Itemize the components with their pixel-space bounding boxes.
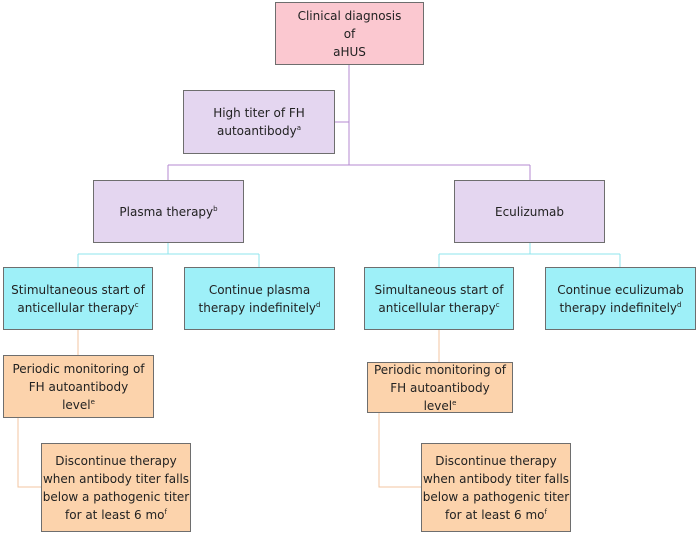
label-text: autoantibody: [217, 124, 297, 138]
left-continue-label: Continue plasma therapy indefinitelyd: [199, 281, 321, 317]
label-line: Stimultaneous start of: [11, 281, 145, 299]
label-text: FH autoantibody: [390, 380, 490, 395]
label-text: for at least 6 mo: [65, 507, 165, 522]
node-continue-plasma: Continue plasma therapy indefinitelyd: [184, 267, 335, 330]
footnote-marker: b: [213, 204, 218, 213]
label-line: of: [298, 25, 402, 43]
label-line: for at least 6 mof: [423, 506, 570, 524]
eculizumab-label: Eculizumab: [495, 203, 564, 221]
label-text: when antibody titer falls: [42, 471, 190, 486]
label-line: levele: [374, 397, 506, 415]
label-line: anticellular therapyc: [375, 299, 504, 317]
diagnosis-label: Clinical diagnosis of aHUS: [298, 7, 402, 61]
label-line: Simultaneous start of: [375, 281, 504, 299]
label-text: Simultaneous start of: [374, 282, 504, 297]
label-text: of: [343, 26, 356, 41]
connector-eculizumab-split: [438, 243, 621, 267]
label-text: Periodic monitoring of: [12, 361, 145, 376]
node-eculizumab: Eculizumab: [454, 180, 605, 243]
label-line: Discontinue therapy: [423, 452, 570, 470]
footnote-marker: d: [677, 300, 682, 309]
label-text: when antibody titer falls: [422, 471, 570, 486]
footnote-marker: f: [164, 507, 167, 516]
node-left-start-anticellular: Stimultaneous start of anticellular thera…: [3, 267, 153, 330]
label-line: autoantibodya: [213, 122, 305, 140]
label-line: aHUS: [298, 43, 402, 61]
label-line: below a pathogenic titer: [423, 488, 570, 506]
node-left-periodic-monitoring: Periodic monitoring of FH autoantibody lev…: [3, 355, 154, 418]
label-line: therapy indefinitelyd: [557, 299, 684, 317]
footnote-marker: c: [495, 300, 500, 309]
label-line: anticellular therapyc: [11, 299, 145, 317]
label-text: for at least 6 mo: [445, 507, 545, 522]
node-continue-eculizumab: Continue eculizumab therapy indefinitelyd: [545, 267, 696, 330]
right-continue-label: Continue eculizumab therapy indefinitelyd: [557, 281, 684, 317]
label-text: below a pathogenic titer: [422, 489, 570, 504]
node-high-titer: High titer of FH autoantibodya: [183, 90, 335, 154]
label-text: Periodic monitoring of: [373, 362, 507, 377]
left-start-label: Stimultaneous start of anticellular thera…: [11, 281, 145, 317]
label-text: Continue eculizumab: [557, 282, 684, 297]
node-plasma-therapy: Plasma therapyb: [93, 180, 244, 243]
label-line: FH autoantibody: [12, 378, 144, 396]
label-text: Eculizumab: [494, 204, 565, 219]
node-clinical-diagnosis: Clinical diagnosis of aHUS: [275, 2, 424, 65]
label-text: Clinical diagnosis: [297, 8, 402, 23]
label-text: Discontinue therapy: [55, 453, 177, 468]
connector-plasma-split: [77, 243, 260, 267]
footnote-marker: a: [296, 124, 301, 132]
label-text: therapy indefinitely: [198, 300, 317, 315]
high-titer-label: High titer of FH autoantibodya: [213, 104, 305, 140]
footnote-marker: e: [452, 398, 457, 407]
label-text: Stimultaneous start of: [11, 282, 145, 297]
footnote-marker: f: [544, 507, 547, 516]
label-line: Clinical diagnosis: [298, 7, 402, 25]
plasma-label: Plasma therapyb: [119, 203, 217, 221]
label-text: aHUS: [333, 44, 366, 59]
label-text: Plasma therapy: [119, 204, 214, 219]
node-right-start-anticellular: Simultaneous start of anticellular therap…: [364, 267, 514, 330]
left-monitor-label: Periodic monitoring of FH autoantibody lev…: [12, 360, 144, 414]
label-line: FH autoantibody: [374, 379, 506, 397]
label-text: level: [423, 398, 453, 413]
footnote-marker: d: [316, 300, 321, 309]
label-text: anticellular therapy: [17, 300, 135, 315]
right-start-label: Simultaneous start of anticellular therap…: [375, 281, 504, 317]
label-line: for at least 6 mof: [43, 506, 190, 524]
left-discontinue-label: Discontinue therapy when antibody titer f…: [43, 452, 190, 524]
label-line: therapy indefinitelyd: [199, 299, 321, 317]
label-text: anticellular therapy: [378, 300, 496, 315]
node-right-periodic-monitoring: Periodic monitoring of FH autoantibody lev…: [367, 362, 513, 413]
node-left-discontinue: Discontinue therapy when antibody titer f…: [41, 443, 191, 532]
label-line: Periodic monitoring of: [374, 361, 506, 379]
right-discontinue-label: Discontinue therapy when antibody titer f…: [423, 452, 570, 524]
label-line: Continue eculizumab: [557, 281, 684, 299]
label-text: below a pathogenic titer: [42, 489, 190, 504]
right-monitor-label: Periodic monitoring of FH autoantibody lev…: [374, 361, 506, 415]
label-text: FH autoantibody: [28, 379, 129, 394]
label-line: Discontinue therapy: [43, 452, 190, 470]
label-line: Periodic monitoring of: [12, 360, 144, 378]
label-line: levele: [12, 396, 144, 414]
label-text: therapy indefinitely: [559, 300, 678, 315]
label-line: below a pathogenic titer: [43, 488, 190, 506]
label-text: Continue plasma: [208, 282, 311, 297]
label-text: level: [62, 397, 91, 412]
connector-right-discontinue: [378, 413, 421, 488]
label-line: Eculizumab: [495, 203, 564, 221]
node-right-discontinue: Discontinue therapy when antibody titer f…: [421, 443, 571, 532]
label-line: when antibody titer falls: [423, 470, 570, 488]
label-line: when antibody titer falls: [43, 470, 190, 488]
connector-left-discontinue: [17, 418, 41, 488]
label-text: Discontinue therapy: [435, 453, 557, 468]
footnote-marker: e: [90, 397, 95, 406]
label-text: High titer of FH: [213, 106, 305, 120]
label-line: High titer of FH: [213, 104, 305, 122]
label-line: Plasma therapyb: [119, 203, 217, 221]
footnote-marker: c: [134, 300, 139, 309]
label-line: Continue plasma: [199, 281, 321, 299]
